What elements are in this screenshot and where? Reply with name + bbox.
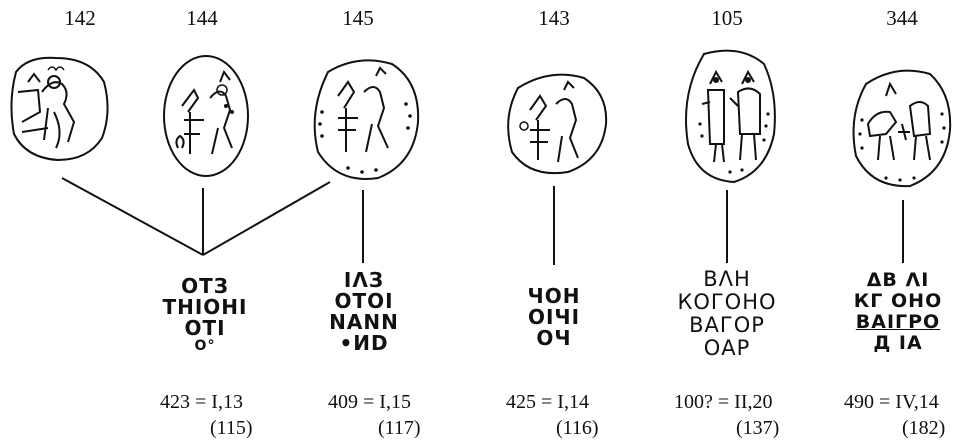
catalogue-reference-145: 409 = I,15 <box>328 391 411 413</box>
coin-drawing-144 <box>163 55 249 177</box>
legend-144: ОТЗ ТНІОНІ ОТІ О° <box>160 274 250 354</box>
coin-drawing-145 <box>313 59 420 180</box>
legend-line: ОТОІ <box>334 289 394 313</box>
coin-drawing-142 <box>10 56 109 162</box>
legend-line: ОТІ <box>184 316 226 340</box>
group-number-344: (182) <box>902 417 946 439</box>
group-number-105: (137) <box>736 417 780 439</box>
legend-line: •ИD <box>339 331 389 355</box>
coin-drawing-143 <box>507 73 608 175</box>
legend-line: NANN <box>329 310 399 334</box>
legend-line: ОАР <box>703 336 751 360</box>
coin-number-142: 142 <box>64 6 96 30</box>
catalogue-reference-105: 100? = II,20 <box>674 391 773 413</box>
legend-line: ОТЗ <box>181 274 229 298</box>
legend-line: О° <box>194 338 216 354</box>
legend-line: ΔВ ΛІ <box>866 269 930 291</box>
legend-344: ΔВ ΛІ КГ ОНО ВАІГРО Д ІА <box>842 270 954 354</box>
legend-145: ІΛЗ ОТОІ NANN •ИD <box>318 270 410 354</box>
legend-line: ЧОН <box>527 284 581 308</box>
legend-line: ОІЧІ <box>527 305 581 329</box>
legend-line: ВАІГРО <box>855 311 941 333</box>
group-number-143: (116) <box>556 417 599 439</box>
coin-number-145: 145 <box>342 6 374 30</box>
legend-line: ТНІОНІ <box>162 295 248 319</box>
legend-line: КГ ОНО <box>853 290 943 312</box>
catalogue-reference-143: 425 = I,14 <box>506 391 589 413</box>
group-number-144: (115) <box>210 417 253 439</box>
legend-line: ВАГОР <box>689 313 765 337</box>
legend-105: ВΛН КОГОНО ВАГОР ОАР <box>668 268 786 360</box>
group-number-145: (117) <box>378 417 421 439</box>
catalogue-reference-144: 423 = I,13 <box>160 391 243 413</box>
legend-line: ОЧ <box>536 326 572 350</box>
legend-line: Д ІА <box>873 332 923 354</box>
coin-number-144: 144 <box>186 6 218 30</box>
catalogue-reference-344: 490 = IV,14 <box>844 391 939 413</box>
coin-number-344: 344 <box>886 6 918 30</box>
coin-number-143: 143 <box>538 6 570 30</box>
coin-drawing-344 <box>852 69 952 188</box>
coin-drawing-105 <box>685 49 776 184</box>
legend-line: ІΛЗ <box>343 268 385 292</box>
legend-143: ЧОН ОІЧІ ОЧ <box>508 286 600 349</box>
legend-line: ВΛН <box>703 267 751 291</box>
legend-line: КОГОНО <box>677 290 777 314</box>
coin-number-105: 105 <box>711 6 743 30</box>
